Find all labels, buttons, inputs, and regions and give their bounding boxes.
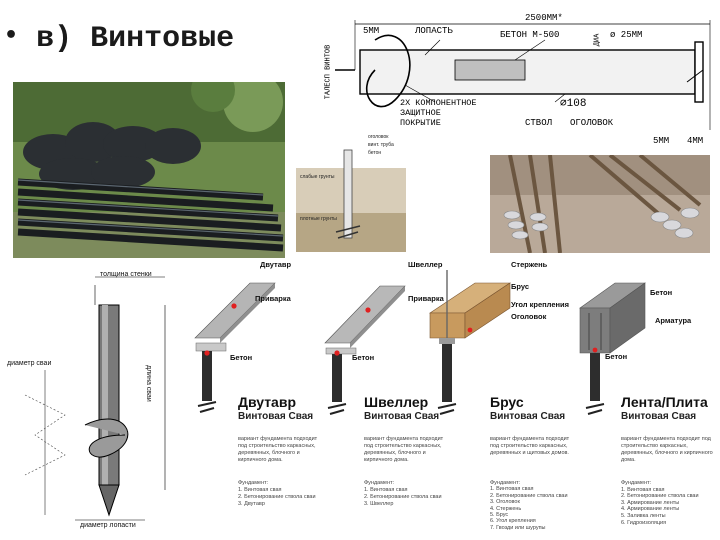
ground-label-concrete: бетон xyxy=(368,150,382,156)
card2-top-label: Швеллер xyxy=(408,260,443,269)
card3-mid-label: Брус xyxy=(511,282,530,291)
card4-concrete-label: Бетон xyxy=(605,352,628,361)
card4-foundation-item: 2. Бетонирование ствола сваи xyxy=(621,493,699,500)
card1-foundation-title: Фундамент: xyxy=(238,480,269,486)
slide-title: • в) Винтовые xyxy=(4,22,234,56)
card3-foundation-item: 2. Бетонирование ствола сваи xyxy=(490,492,568,499)
card1-foundation: Фундамент: 1. Винтовая свая 2. Бетониров… xyxy=(238,480,320,508)
drawing-label-t4mm: 4ММ xyxy=(687,136,704,146)
drawing-label-cap-side: ДИА xyxy=(593,33,602,47)
pile-dimensions-drawing: толщина стенки диаметр сваи длина сваи д… xyxy=(5,265,185,535)
card-channel: Швеллер Приварка Бетон Швеллер Винтовая … xyxy=(320,258,450,540)
card1-top-label: Двутавр xyxy=(260,260,292,269)
card2-foundation: Фундамент: 1. Винтовая свая 2. Бетониров… xyxy=(364,480,446,508)
drawing-label-5mm: 5ММ xyxy=(363,26,380,36)
card1-concrete-label: Бетон xyxy=(230,353,253,362)
card3-top-label: Стержень xyxy=(511,260,548,269)
card3-subtitle: Винтовая Свая xyxy=(490,411,566,422)
blade-diameter-label: диаметр лопасти xyxy=(80,522,136,529)
card2-foundation-title: Фундамент: xyxy=(364,480,395,486)
card3-angle-label: Угол крепления xyxy=(511,300,570,309)
bullet-icon: • xyxy=(4,23,19,48)
card2-weld-label: Приварка xyxy=(408,294,444,303)
card4-foundation-item: 5. Заливка ленты xyxy=(621,512,666,519)
photo-pile-stack xyxy=(13,82,285,258)
drawing-label-shaft: СТВОЛ xyxy=(525,118,553,128)
drawing-label-length: 2500ММ* xyxy=(525,13,563,23)
slide-title-text: в) Винтовые xyxy=(36,22,235,56)
card3-foundation-item: 7. Гвозди или шурупы xyxy=(490,524,546,531)
drawing-label-concrete: БЕТОН М-500 xyxy=(500,30,560,40)
card-strip-slab: Бетон Арматура Бетон Лента/Плита Винтова… xyxy=(575,258,720,540)
card3-head-label: Оголовок xyxy=(511,312,547,321)
diameter-icon: ⌀ xyxy=(560,98,567,110)
ground-installation-diagram: оголовок винт. труба бетон слабые грунты… xyxy=(296,130,406,252)
card1-foundation-item: 1. Винтовая свая xyxy=(238,487,282,493)
card1-weld-label: Приварка xyxy=(255,294,291,303)
card3-foundation-item: 6. Угол крепления xyxy=(490,518,536,525)
card3-foundation: Фундамент: 1. Винтовая свая 2. Бетониров… xyxy=(490,480,572,531)
card4-top-label: Бетон xyxy=(650,288,673,297)
ground-label-head: оголовок xyxy=(368,134,389,140)
card4-foundation-title: Фундамент: xyxy=(621,480,652,486)
card2-concrete-label: Бетон xyxy=(352,353,375,362)
drawing-label-coating: 2Х КОМПОНЕНТНОЕ ЗАЩИТНОЕ ПОКРЫТИЕ xyxy=(400,98,477,128)
card4-foundation-item: 1. Винтовая свая xyxy=(621,486,665,493)
drawing-label-blade: ЛОПАСТЬ xyxy=(415,26,453,36)
card4-foundation-item: 6. Гидроизоляция xyxy=(621,519,667,526)
pile-diameter-label: диаметр сваи xyxy=(7,360,52,367)
drawing-label-cap-diameter: ø 25ММ xyxy=(610,30,643,40)
ground-label-pipe: винт. труба xyxy=(368,142,394,148)
card3-foundation-item: 3. Оголовок xyxy=(490,499,520,506)
card4-foundation-item: 4. Армирование ленты xyxy=(621,506,680,513)
card4-rebar-label: Арматура xyxy=(655,316,692,325)
card2-foundation-item: 2. Бетонирование ствола сваи xyxy=(364,494,442,500)
drawing-label-tip-side: ТАЛЕСП ВИНТОВ xyxy=(324,44,333,100)
drawing-label-t5mm: 5ММ xyxy=(653,136,670,146)
card1-foundation-item: 3. Двутавр xyxy=(238,501,265,507)
card2-description: вариант фундамента подходит под строител… xyxy=(364,436,444,463)
photo-piles-indoor xyxy=(490,155,710,253)
wall-thickness-label: толщина стенки xyxy=(100,271,152,278)
drawing-label-head: ОГОЛОВОК xyxy=(570,118,614,128)
card2-foundation-item: 3. Швеллер xyxy=(364,501,394,507)
card2-title: Швеллер xyxy=(364,394,429,410)
card4-title: Лента/Плита xyxy=(621,394,708,410)
card1-title: Двутавр xyxy=(238,394,296,410)
ground-label-weak-soil: слабые грунты xyxy=(300,174,335,180)
card3-description: вариант фундамента подходит под строител… xyxy=(490,436,570,456)
ground-label-dense-soil: плотные грунты xyxy=(300,216,337,222)
card3-foundation-item: 4. Стержень xyxy=(490,505,522,512)
card3-foundation-item: 5. Брус xyxy=(490,512,509,519)
card1-description: вариант фундамента подходит под строител… xyxy=(238,436,318,463)
card1-subtitle: Винтовая Свая xyxy=(238,411,314,422)
card3-title: Брус xyxy=(490,394,524,410)
card4-subtitle: Винтовая Свая xyxy=(621,411,697,422)
card4-foundation-item: 3. Армирование ленты xyxy=(621,499,680,506)
card1-foundation-item: 2. Бетонирование ствола сваи xyxy=(238,494,316,500)
card3-foundation-item: 1. Винтовая свая xyxy=(490,486,534,493)
card4-description: вариант фундамента подходит под строител… xyxy=(621,436,713,463)
card-i-beam: Двутавр Приварка Бетон Двутавр Винтовая … xyxy=(190,258,320,540)
drawing-pipe-d-value: 108 xyxy=(566,98,587,110)
card3-foundation-title: Фундамент: xyxy=(490,480,521,486)
card4-foundation: Фундамент: 1. Винтовая свая 2. Бетониров… xyxy=(621,480,713,526)
pile-technical-drawing: 5ММ ЛОПАСТЬ 2500ММ* БЕТОН М-500 ø 25ММ Д… xyxy=(315,10,720,152)
drawing-label-pipe-diameter: ⌀108 xyxy=(560,96,586,110)
pile-length-label: длина сваи xyxy=(145,365,152,402)
card2-subtitle: Винтовая Свая xyxy=(364,411,440,422)
card2-foundation-item: 1. Винтовая свая xyxy=(364,487,408,493)
card-timber: Стержень Брус Угол крепления Оголовок Бр… xyxy=(425,258,575,540)
